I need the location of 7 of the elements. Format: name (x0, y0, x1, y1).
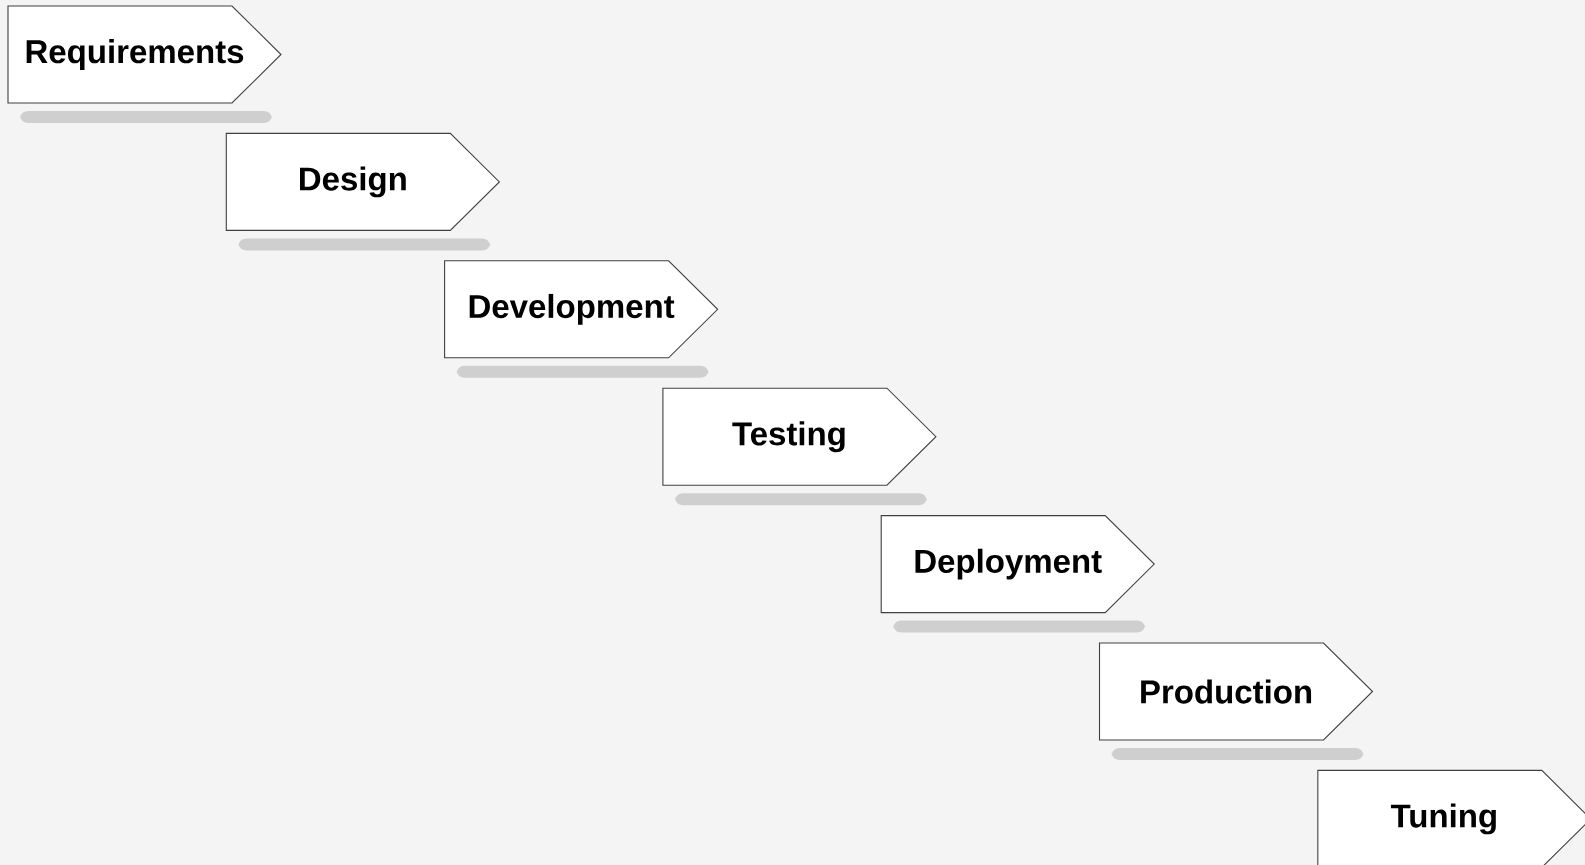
arrow-box: Design (225, 132, 501, 231)
arrow-box: Tuning (1317, 769, 1585, 865)
arrow-box: Requirements (7, 5, 282, 104)
arrow-box: Testing (662, 387, 937, 486)
arrow-box: Production (1098, 642, 1374, 741)
arrow-box: Development (444, 260, 719, 359)
arrow-box: Deployment (880, 515, 1155, 614)
